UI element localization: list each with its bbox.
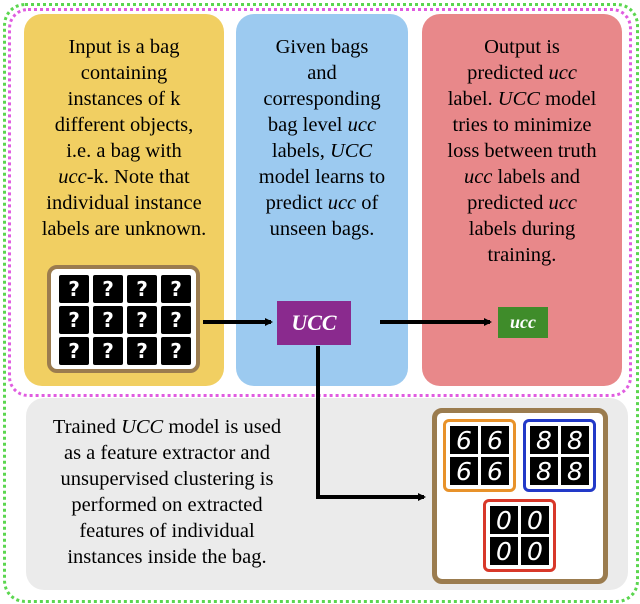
- unknown-instance: ?: [127, 306, 157, 334]
- unknown-instance: ?: [59, 306, 89, 334]
- unknown-instance: ?: [59, 337, 89, 365]
- input-bag: ? ? ? ? ? ? ? ? ? ? ? ?: [47, 265, 200, 373]
- digit-zero: 0: [490, 506, 518, 535]
- unknown-instance: ?: [161, 275, 191, 303]
- unknown-instance: ?: [93, 275, 123, 303]
- input-text-line: individual instance: [46, 192, 202, 214]
- clustering-text-line: Trained UCC model is used: [52, 416, 282, 438]
- cluster-zero: 0 0 0 0: [483, 499, 556, 572]
- ucc-model-box: UCC: [277, 301, 351, 345]
- digit-zero: 0: [521, 506, 549, 535]
- clustering-text-line: instances inside the bag.: [67, 546, 267, 568]
- output-text-line: ucc labels and: [463, 166, 581, 188]
- output-text-line: loss between truth: [447, 140, 597, 162]
- digit-zero: 0: [490, 537, 518, 566]
- clustering-text-line: features of individual: [79, 520, 255, 542]
- model-text-line: and: [307, 62, 337, 84]
- model-text-line: bag level ucc: [267, 114, 377, 136]
- output-text-line: tries to minimize: [452, 114, 592, 136]
- cluster-eight: 8 8 8 8: [523, 419, 596, 492]
- output-text-line: labels during: [468, 218, 576, 240]
- digit-zero: 0: [521, 537, 549, 566]
- input-text-line: different objects,: [54, 114, 194, 136]
- input-text-line: ucc-k. Note that: [58, 166, 190, 188]
- unknown-instance: ?: [161, 306, 191, 334]
- clustering-text-line: unsupervised clustering is: [60, 468, 274, 490]
- digit-six: 6: [481, 426, 509, 455]
- ucc-output-label: ucc: [498, 307, 548, 338]
- digit-eight: 8: [530, 457, 558, 486]
- output-text-line: Output is: [484, 36, 560, 58]
- clustering-text-line: as a feature extractor and: [63, 442, 270, 464]
- unknown-instance-grid: ? ? ? ? ? ? ? ? ? ? ? ?: [59, 275, 191, 365]
- model-description: Given bags and corresponding bag level u…: [236, 34, 408, 242]
- input-text-line: containing: [80, 62, 168, 84]
- input-text-line: Input is a bag: [68, 36, 180, 58]
- digit-eight: 8: [530, 426, 558, 455]
- digit-eight: 8: [561, 426, 589, 455]
- outer-dotted-border: [3, 3, 639, 603]
- unknown-instance: ?: [93, 337, 123, 365]
- output-text-line: predicted ucc: [467, 62, 577, 84]
- output-description: Output is predicted ucc label. UCC model…: [422, 34, 622, 268]
- cluster-six: 6 6 6 6: [443, 419, 516, 492]
- unknown-instance: ?: [161, 337, 191, 365]
- model-text-line: corresponding: [263, 88, 381, 110]
- clustering-text-line: performed on extracted: [71, 494, 263, 516]
- input-text-line: labels are unknown.: [41, 218, 207, 240]
- unknown-instance: ?: [93, 306, 123, 334]
- output-text-line: label. UCC model: [447, 88, 597, 110]
- clustering-description: Trained UCC model is used as a feature e…: [26, 414, 308, 570]
- digit-six: 6: [450, 426, 478, 455]
- model-to-clustering-arrow: [316, 346, 426, 501]
- model-text-line: predict ucc of: [265, 192, 379, 214]
- unknown-instance: ?: [127, 275, 157, 303]
- digit-eight: 8: [561, 457, 589, 486]
- digit-six: 6: [450, 457, 478, 486]
- input-text-line: instances of k: [67, 88, 181, 110]
- output-text-line: predicted ucc: [467, 192, 577, 214]
- digit-six: 6: [481, 457, 509, 486]
- input-description: Input is a bag containing instances of k…: [24, 34, 224, 242]
- input-text-line: i.e. a bag with: [66, 140, 182, 162]
- clustered-bag: 6 6 6 6 8 8 8 8 0 0 0 0: [432, 408, 608, 584]
- model-text-line: labels, UCC: [271, 140, 373, 162]
- output-text-line: training.: [487, 244, 557, 266]
- model-text-line: model learns to: [258, 166, 386, 188]
- unknown-instance: ?: [59, 275, 89, 303]
- unknown-instance: ?: [127, 337, 157, 365]
- model-text-line: unseen bags.: [269, 218, 375, 240]
- model-text-line: Given bags: [275, 36, 369, 58]
